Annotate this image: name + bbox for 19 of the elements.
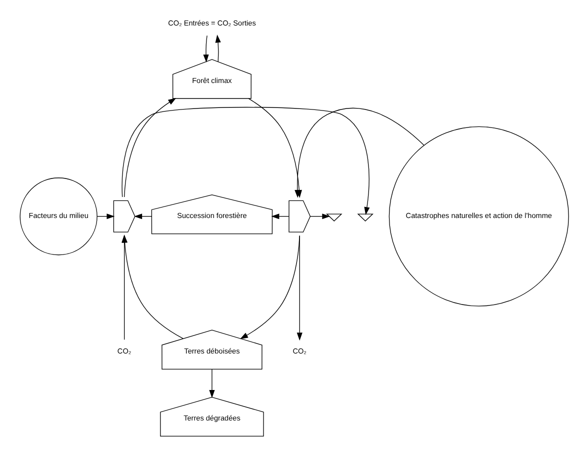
node-ground xyxy=(326,213,342,221)
arrow xyxy=(124,98,176,197)
node-box xyxy=(112,200,135,232)
arrow xyxy=(208,368,214,398)
arrow xyxy=(134,213,152,219)
node-text: CO₂ xyxy=(292,346,306,356)
arrow xyxy=(96,213,114,219)
node-box xyxy=(288,200,310,232)
node-circle: Facteurs du milieu xyxy=(19,177,97,255)
arrow xyxy=(310,213,330,219)
arrow xyxy=(202,34,208,62)
node-circle: Catastrophes naturelles et action de l'homme xyxy=(388,126,568,306)
node-ground xyxy=(356,213,373,221)
arrow xyxy=(214,34,220,62)
node-text: CO₂ Entrées = CO₂ Sorties xyxy=(168,18,256,27)
node-text: CO₂ xyxy=(116,346,131,356)
arrow xyxy=(270,213,289,219)
arrow xyxy=(239,234,300,339)
arrow xyxy=(121,106,370,215)
